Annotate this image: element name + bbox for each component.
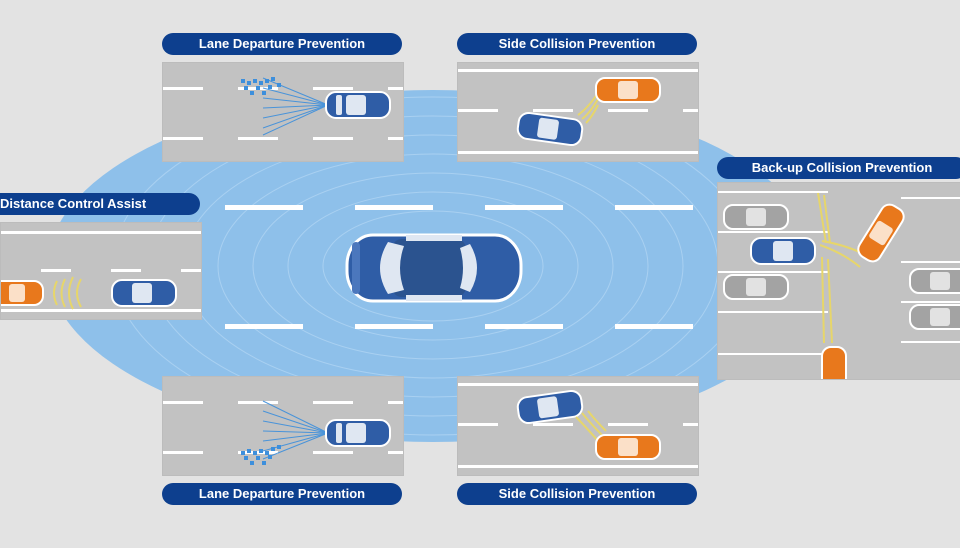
car-top-view-icon <box>325 419 391 447</box>
label-lane-departure-top: Lane Departure Prevention <box>162 33 402 55</box>
lane-departure-top-panel <box>162 62 404 162</box>
car-top-view-icon <box>111 279 177 307</box>
side-collision-top-panel <box>457 62 699 162</box>
backup-collision-panel <box>717 182 960 380</box>
car-orange-reversing <box>857 203 905 263</box>
laser-scan-icon <box>262 77 329 136</box>
other-car-orange <box>595 434 661 460</box>
label-side-collision-bottom: Side Collision Prevention <box>457 483 697 505</box>
parked-car <box>909 268 960 294</box>
car-orange-crossing <box>821 346 847 379</box>
label-lane-departure-bottom: Lane Departure Prevention <box>162 483 402 505</box>
car-orange-lead <box>1 280 44 306</box>
lane-detect-pixels <box>241 77 281 95</box>
radar-wave-icon <box>577 92 599 124</box>
ego-car <box>345 233 523 303</box>
radar-wave-icon <box>53 276 82 310</box>
radar-wave-icon <box>575 410 607 442</box>
car-top-view-icon <box>516 389 584 425</box>
distance-control-panel <box>0 222 202 320</box>
lane-departure-bottom-panel <box>162 376 404 476</box>
other-car-orange <box>595 77 661 103</box>
side-collision-bottom-panel <box>457 376 699 476</box>
lane-detect-pixels <box>241 445 281 465</box>
car-top-view-icon <box>750 237 816 265</box>
car-top-view-icon <box>325 91 391 119</box>
parked-car <box>723 274 789 300</box>
label-distance-control: Distance Control Assist <box>0 193 200 215</box>
car-top-view-icon <box>516 111 584 147</box>
radar-wave-icon <box>817 192 867 344</box>
center-lane-markings <box>225 205 693 329</box>
parked-car <box>909 304 960 330</box>
parked-car <box>723 204 789 230</box>
label-backup-collision: Back-up Collision Prevention <box>717 157 960 179</box>
laser-scan-icon <box>262 400 329 460</box>
label-side-collision-top: Side Collision Prevention <box>457 33 697 55</box>
